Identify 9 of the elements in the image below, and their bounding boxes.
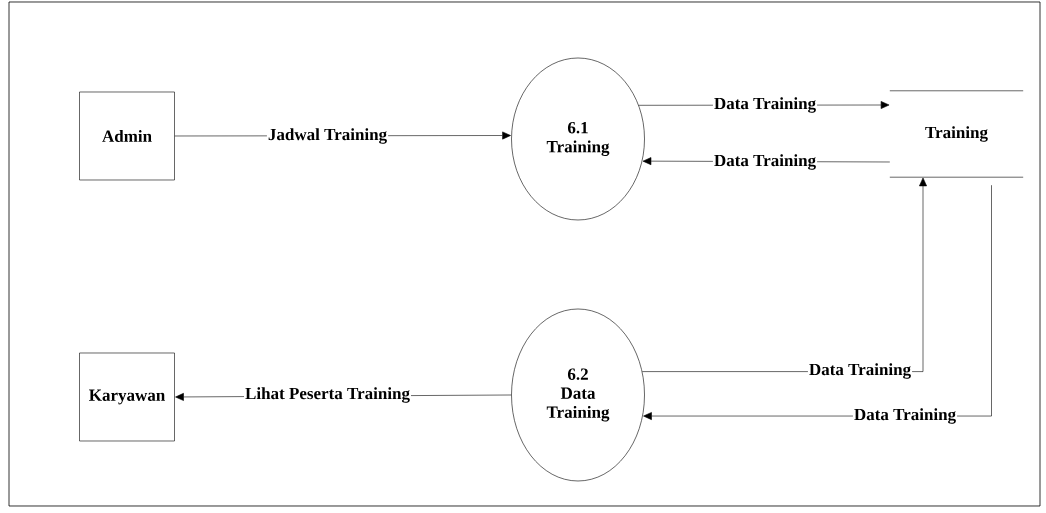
edge-label: Data Training <box>712 96 818 114</box>
data-store: Training <box>889 90 1024 178</box>
edge-label: Jadwal Training <box>266 127 389 145</box>
edge-label: Data Training <box>712 153 818 171</box>
entity-box: Admin <box>79 91 175 181</box>
edge-label: Data Training <box>807 362 913 380</box>
entity-box: Karyawan <box>79 352 175 442</box>
edge-label: Lihat Peserta Training <box>244 386 411 404</box>
edge-label: Data Training <box>852 407 958 425</box>
